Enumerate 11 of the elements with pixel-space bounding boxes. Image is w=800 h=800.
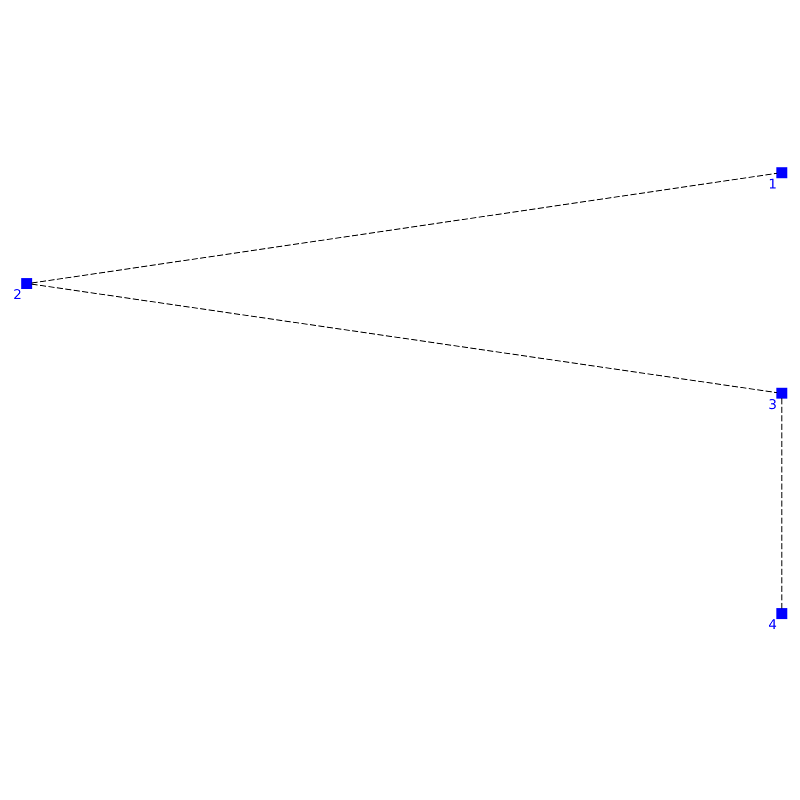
- connector: [31, 283, 778, 393]
- node-box: [776, 166, 788, 178]
- node-label: 4: [768, 618, 777, 633]
- node-box: [776, 387, 788, 398]
- node-label: 1: [768, 176, 777, 192]
- connector: [31, 172, 778, 284]
- node-box: [21, 278, 32, 289]
- connector: [781, 397, 782, 608]
- node-label: 2: [13, 288, 22, 303]
- node-label: 3: [768, 397, 777, 412]
- node-box: [776, 608, 788, 619]
